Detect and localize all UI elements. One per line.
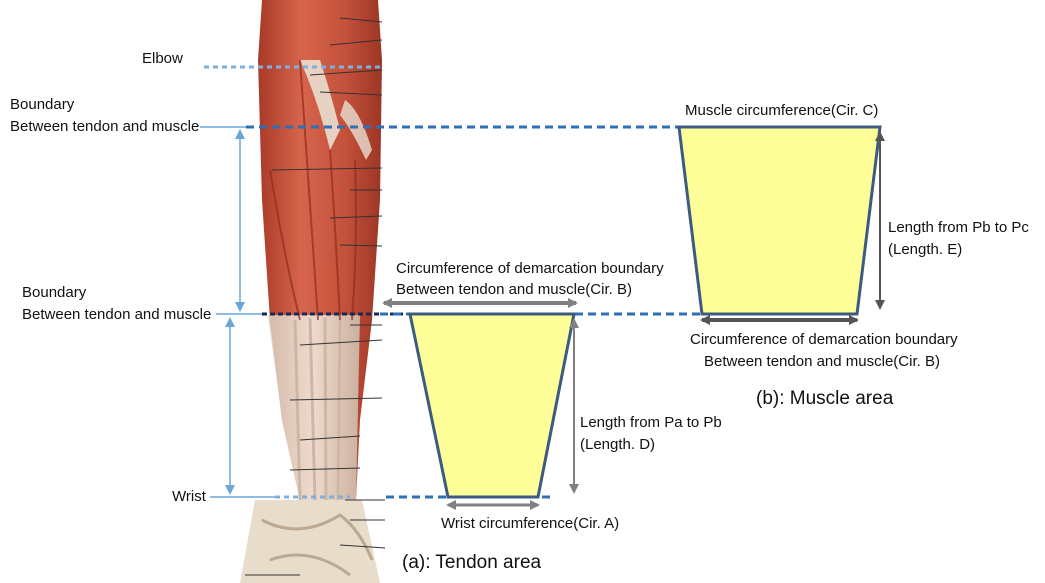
- muscle-top-label: Muscle circumference(Cir. C): [685, 102, 878, 119]
- tendon-trapezoid: [410, 314, 574, 497]
- lower-boundary-label-line2: Between tendon and muscle: [22, 306, 211, 323]
- tendon-top-label-line2: Between tendon and muscle(Cir. B): [396, 281, 632, 298]
- muscle-bottom-label-line2: Between tendon and muscle(Cir. B): [704, 353, 940, 370]
- upper-boundary-label-line1: Boundary: [10, 96, 75, 113]
- tendon-top-label-line1: Circumference of demarcation boundary: [396, 260, 664, 277]
- upper-boundary-label-line2: Between tendon and muscle: [10, 118, 199, 135]
- left-labels: Elbow Boundary Between tendon and muscle…: [10, 50, 275, 505]
- wrist-circumference-label: Wrist circumference(Cir. A): [441, 515, 619, 532]
- muscle-bottom-label-line1: Circumference of demarcation boundary: [690, 331, 958, 348]
- elbow-label: Elbow: [142, 50, 183, 67]
- tendon-area-diagram: Circumference of demarcation boundary Be…: [384, 260, 722, 573]
- tendon-area-caption: (a): Tendon area: [402, 552, 542, 573]
- muscle-area-caption: (b): Muscle area: [756, 388, 894, 409]
- length-d-label-line2: (Length. D): [580, 436, 655, 453]
- wrist-label: Wrist: [172, 488, 207, 505]
- length-e-label-line1: Length from Pb to Pc: [888, 219, 1029, 236]
- lower-boundary-label-line1: Boundary: [22, 284, 87, 301]
- length-d-label-line1: Length from Pa to Pb: [580, 414, 722, 431]
- length-e-label-line2: (Length. E): [888, 241, 962, 258]
- muscle-area-diagram: Muscle circumference(Cir. C) Length from…: [679, 102, 1029, 409]
- muscle-trapezoid: [679, 127, 880, 314]
